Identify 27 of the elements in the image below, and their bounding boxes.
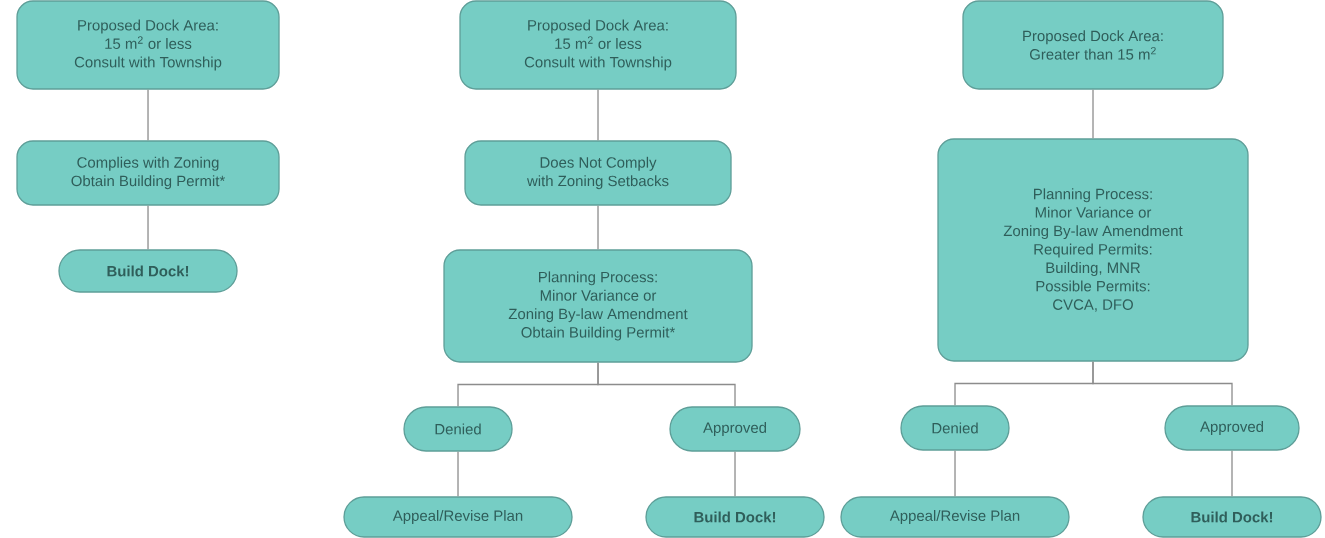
connector-line xyxy=(1092,89,1094,139)
connector-line xyxy=(1231,450,1233,497)
outcome-pill: Build Dock! xyxy=(645,496,825,538)
connector-line xyxy=(457,451,459,497)
connector-line xyxy=(597,205,599,250)
connector-line xyxy=(597,362,736,407)
process-box: Planning Process: Minor Variance or Zoning By-law Amendment Required Permits: Building, MNR Possible Permits: CVCA, DFO xyxy=(937,138,1249,362)
process-box: Proposed Dock Area: 15 m$^{2}$ or less Consult with Township xyxy=(16,0,280,90)
outcome-pill: Denied xyxy=(900,405,1010,451)
process-box: Planning Process: Minor Variance or Zoning By-law Amendment Obtain Building Permit* xyxy=(443,249,753,363)
connector-line xyxy=(1092,361,1233,406)
connector-line xyxy=(734,451,736,497)
process-box: Proposed Dock Area: Greater than 15 m$^{2}$ xyxy=(962,0,1224,90)
outcome-pill: Appeal/Revise Plan xyxy=(343,496,573,538)
outcome-pill: Appeal/Revise Plan xyxy=(840,496,1070,538)
process-box: Proposed Dock Area: 15 m$^{2}$ or less Consult with Township xyxy=(459,0,737,90)
process-box: Complies with Zoning Obtain Building Permit* xyxy=(16,140,280,206)
process-box: Does Not Comply with Zoning Setbacks xyxy=(464,140,732,206)
connector-line xyxy=(147,89,149,141)
connector-line xyxy=(954,450,956,497)
outcome-pill: Denied xyxy=(403,406,513,452)
outcome-pill: Build Dock! xyxy=(58,249,238,293)
outcome-pill: Approved xyxy=(1164,405,1300,451)
outcome-pill: Build Dock! xyxy=(1142,496,1322,538)
connector-line xyxy=(147,205,149,250)
connector-line xyxy=(597,89,599,141)
outcome-pill: Approved xyxy=(669,406,801,452)
